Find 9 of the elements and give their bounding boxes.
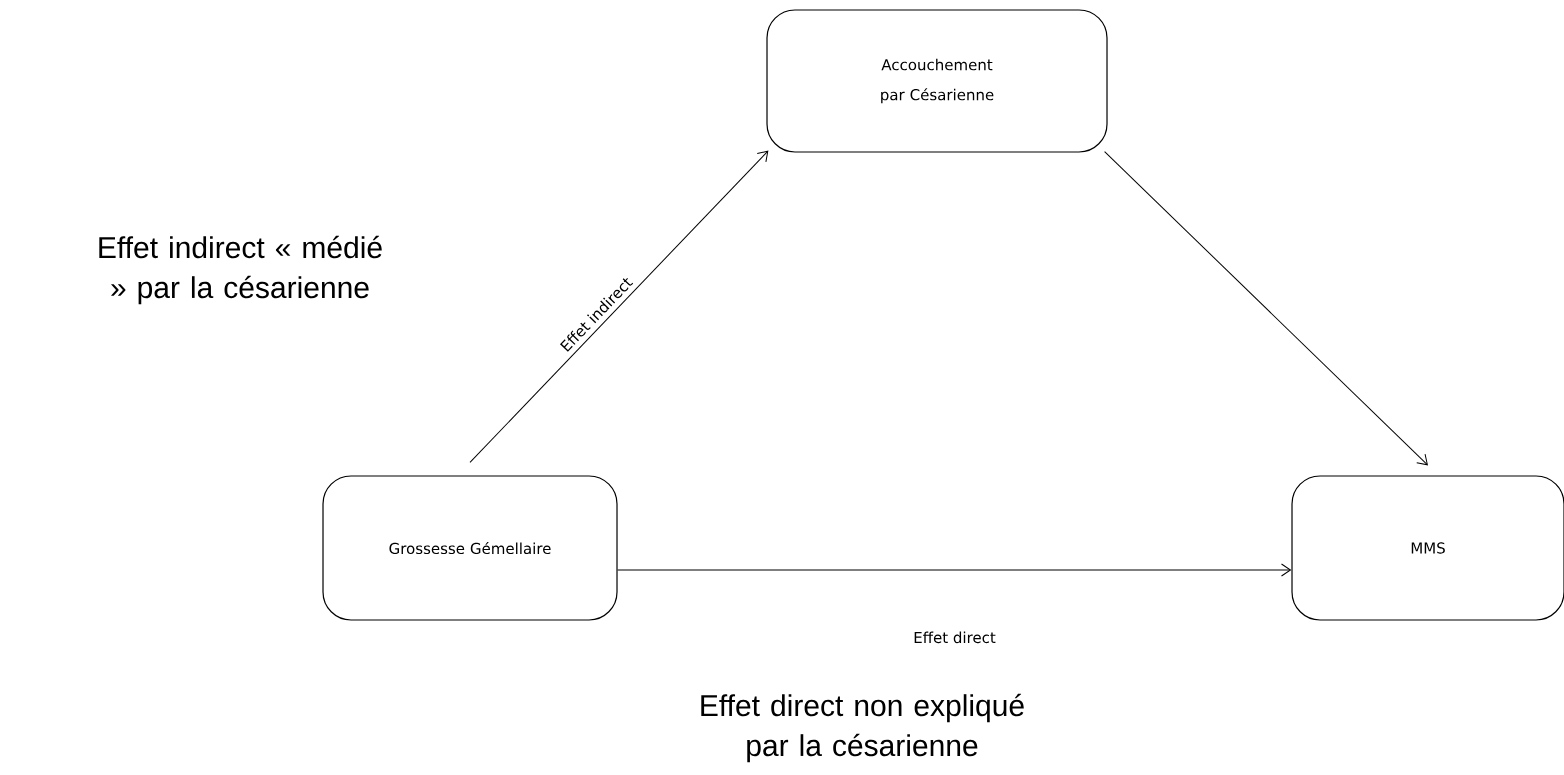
- process-box: Grossesse Gémellaire: [322, 475, 618, 621]
- annotation-text: Effet direct non expliqué par la césarienne: [701, 693, 1024, 763]
- arrow: [1104, 151, 1428, 466]
- arrow: [617, 563, 1291, 577]
- edge-label: Effet direct: [914, 631, 996, 644]
- process-box: MMS: [1291, 475, 1564, 621]
- process-box: Accouchement par Césarienne: [766, 9, 1108, 153]
- annotation-text: Effet indirect « médié » par la césarienne: [99, 235, 382, 305]
- arrow: [469, 150, 769, 463]
